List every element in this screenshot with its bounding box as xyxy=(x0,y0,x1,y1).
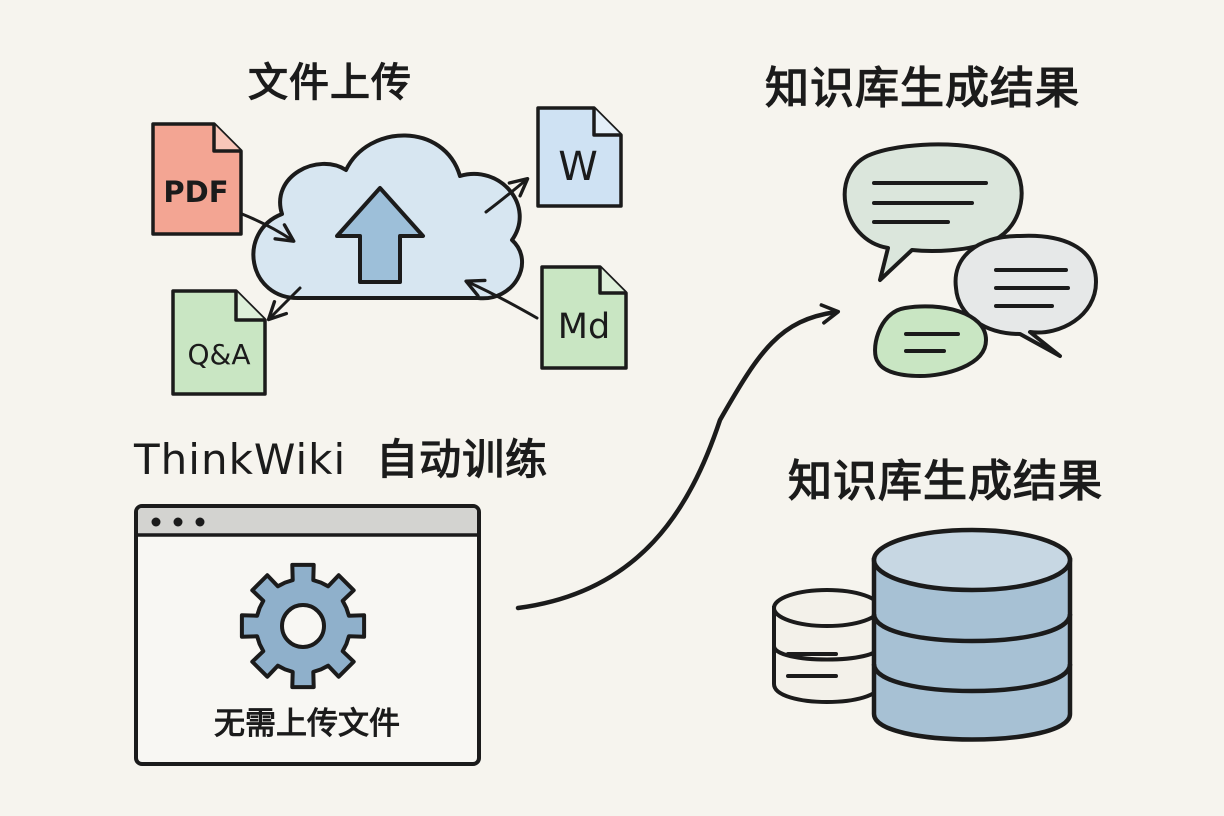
word-label: W xyxy=(558,144,598,190)
pdf-file-icon: PDF xyxy=(151,122,243,236)
window-dot xyxy=(195,517,205,527)
gear-icon xyxy=(239,562,367,690)
database-icon xyxy=(772,527,1073,742)
pdf-to-cloud-arrow xyxy=(240,212,296,243)
word-file-icon: W xyxy=(536,106,623,208)
chat-result-title: 知识库生成结果 xyxy=(765,63,1080,114)
cloud-upload-icon xyxy=(251,133,525,301)
upload-title: 文件上传 xyxy=(248,60,412,106)
markdown-label: Md xyxy=(558,307,610,347)
window-dot xyxy=(151,517,161,527)
cloud-to-qa-arrow xyxy=(266,286,302,322)
window-dot xyxy=(173,517,183,527)
gear-hole xyxy=(280,603,326,649)
training-title: ThinkWiki 自动训练 xyxy=(134,426,548,487)
qa-label: Q&A xyxy=(187,338,250,371)
training-window: 无需上传文件 xyxy=(134,504,481,766)
chat-bubbles-icon xyxy=(842,142,1098,378)
db-result-title: 知识库生成结果 xyxy=(788,456,1103,507)
cloud-to-word-arrow xyxy=(484,176,530,214)
brand-name: ThinkWiki xyxy=(134,435,347,484)
markdown-file-icon: Md xyxy=(540,265,628,370)
markdown-to-cloud-arrow xyxy=(464,278,539,320)
training-label: 自动训练 xyxy=(376,435,549,484)
no-upload-caption: 无需上传文件 xyxy=(214,706,400,742)
pdf-label: PDF xyxy=(163,175,228,209)
qa-file-icon: Q&A xyxy=(171,289,267,396)
training-to-result-arrow xyxy=(515,303,841,611)
